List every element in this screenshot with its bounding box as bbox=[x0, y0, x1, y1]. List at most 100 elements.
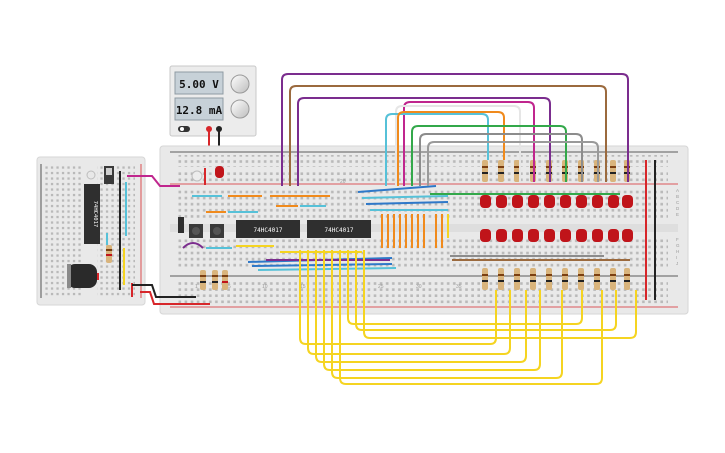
led-white bbox=[191, 170, 203, 182]
resistor bbox=[610, 268, 616, 290]
chip-main-right-label: 74HC4017 bbox=[325, 227, 354, 234]
wire-yellow-loop bbox=[299, 250, 497, 345]
voltage-knob[interactable] bbox=[230, 74, 250, 94]
wire-overhead-purple-2 bbox=[297, 97, 551, 186]
wire-overhead-white bbox=[395, 105, 521, 186]
resistor bbox=[530, 268, 536, 290]
chip-main-left: 74HC4017 bbox=[236, 220, 300, 238]
small-board-switch[interactable] bbox=[104, 166, 114, 184]
row-letter: B bbox=[676, 194, 679, 199]
led bbox=[544, 229, 555, 242]
wire-link-black bbox=[132, 284, 196, 298]
wire-purple-lower bbox=[182, 242, 204, 249]
row-letter: I bbox=[676, 255, 677, 260]
led bbox=[622, 195, 633, 208]
current-knob[interactable] bbox=[230, 99, 250, 119]
wire-yellow-loop bbox=[323, 250, 541, 371]
wire-yellow-loop bbox=[315, 250, 527, 363]
row-letter: J bbox=[676, 261, 678, 266]
wire-cyan-lower-2 bbox=[257, 267, 397, 271]
voltage-display bbox=[174, 71, 224, 95]
push-button-right[interactable] bbox=[210, 224, 224, 238]
resistor-small-board bbox=[106, 245, 112, 263]
chip-main-left-label: 74HC4017 bbox=[254, 227, 283, 234]
led bbox=[528, 229, 539, 242]
led-bank-bottom bbox=[480, 229, 633, 242]
resistor bbox=[482, 268, 488, 290]
resistor bbox=[514, 268, 520, 290]
col-number: 20 bbox=[340, 179, 346, 185]
led bbox=[560, 195, 571, 208]
wire-overhead-green bbox=[411, 125, 567, 186]
chip-main-right: 74HC4017 bbox=[307, 220, 371, 238]
resistor-row-bottom bbox=[482, 268, 630, 290]
col-number: 30 bbox=[416, 284, 422, 290]
row-letter: C bbox=[676, 200, 680, 205]
row-letter: E bbox=[676, 212, 679, 217]
push-button-left[interactable] bbox=[189, 224, 203, 238]
resistor bbox=[498, 268, 504, 290]
resistor bbox=[482, 160, 488, 182]
wire-link-magenta bbox=[127, 175, 180, 187]
yellow-loop-wires bbox=[299, 250, 637, 385]
row-letter: D bbox=[676, 206, 680, 211]
led bbox=[480, 229, 491, 242]
col-number: 10 bbox=[262, 284, 268, 290]
wire-overhead-purple bbox=[281, 73, 629, 186]
col-number: 25 bbox=[378, 284, 384, 290]
led bbox=[576, 229, 587, 242]
wire-overhead-gray bbox=[419, 133, 583, 186]
terminal-negative bbox=[216, 126, 222, 132]
wire-blue-mid-1 bbox=[357, 185, 437, 193]
resistor-bottom-left-3 bbox=[222, 270, 228, 290]
led bbox=[608, 195, 619, 208]
wire-yellow-loop bbox=[355, 250, 617, 331]
voltage-readout: 5.00 V bbox=[179, 78, 219, 91]
wire-yellow-loop bbox=[347, 250, 583, 325]
resistor bbox=[498, 160, 504, 182]
led bbox=[544, 195, 555, 208]
wire-overhead-brown bbox=[289, 85, 607, 186]
resistor bbox=[546, 268, 552, 290]
wire-yellow-loop bbox=[363, 250, 637, 339]
chip-small-board-label: 74HC4017 bbox=[92, 201, 98, 228]
current-readout: 12.8 mA bbox=[176, 104, 223, 117]
led-bank-top bbox=[480, 195, 633, 208]
resistor bbox=[562, 268, 568, 290]
col-number: 35 bbox=[456, 284, 462, 290]
wire-link-red bbox=[140, 291, 210, 305]
resistor-bottom-left-2 bbox=[212, 270, 218, 290]
col-number: 1 bbox=[195, 284, 198, 290]
wire-blue-lower-2 bbox=[251, 263, 393, 267]
row-letter: H bbox=[676, 249, 679, 254]
led bbox=[528, 195, 539, 208]
wire-blue-mid-2 bbox=[365, 201, 449, 205]
led bbox=[592, 229, 603, 242]
column-numbers: 1 5 10 15 20 25 30 35 bbox=[195, 179, 462, 290]
row-letters: A B C D E F G H I J bbox=[676, 188, 680, 266]
wire-yellow-loop bbox=[307, 250, 511, 355]
wire-overhead-gray-2 bbox=[427, 141, 599, 186]
led bbox=[480, 195, 491, 208]
wire-overhead-cyan bbox=[385, 113, 489, 186]
col-number: 5 bbox=[228, 284, 231, 290]
resistor bbox=[594, 268, 600, 290]
wire-overhead-orange bbox=[397, 111, 505, 186]
terminal-positive bbox=[206, 126, 212, 132]
resistor bbox=[514, 160, 520, 182]
diode bbox=[178, 217, 184, 233]
wire-cyan-mid-1 bbox=[361, 195, 449, 199]
row-letter: A bbox=[676, 188, 679, 193]
led bbox=[512, 195, 523, 208]
resistor bbox=[578, 268, 584, 290]
chip-small-board: 74HC4017 bbox=[84, 184, 100, 244]
wire-yellow-loop bbox=[331, 250, 563, 379]
resistor bbox=[610, 160, 616, 182]
resistor bbox=[624, 268, 630, 290]
jumper-block-middle bbox=[381, 214, 449, 248]
capacitor-electrolytic bbox=[67, 264, 97, 288]
col-number: 15 bbox=[300, 284, 306, 290]
led-red-indicator bbox=[215, 166, 224, 178]
led bbox=[512, 229, 523, 242]
